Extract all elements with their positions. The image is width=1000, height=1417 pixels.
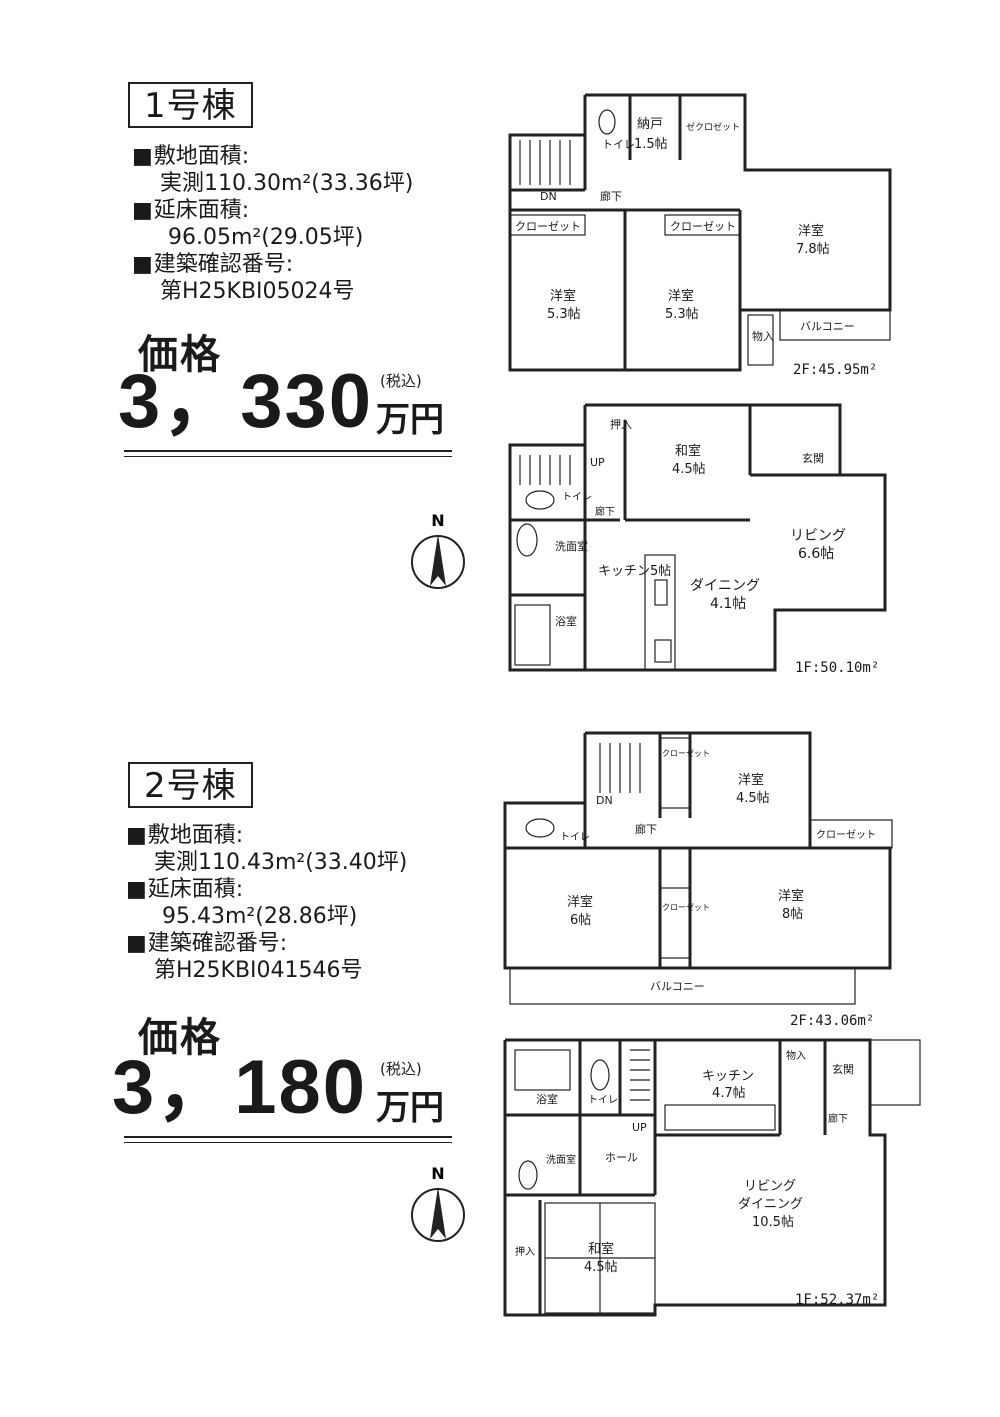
b1f1-kitchen: キッチン5帖 xyxy=(598,564,671,579)
b1f2-western-c-size: 7.8帖 xyxy=(796,242,830,257)
building2-floor1-area: 1F:52.37m² xyxy=(795,1292,880,1308)
b1f2-toilet: トイレ xyxy=(602,138,635,151)
b2f1-washroom: 洗面室 xyxy=(546,1153,576,1166)
b1f2-western-b-size: 5.3帖 xyxy=(665,307,699,322)
b2f2-closet-c: クローゼット xyxy=(662,902,710,912)
b2f1-toilet: トイレ xyxy=(588,1095,618,1106)
north-compass-icon: N xyxy=(411,512,465,589)
permit-label: 建築確認番号: xyxy=(126,931,287,956)
b1f2-storage-size: 1.5帖 xyxy=(634,137,668,152)
b2f2-closet-b: クローゼット xyxy=(816,829,876,841)
floor-area-label: 延床面積: xyxy=(126,877,243,902)
building2-floor1-plan: 浴室 トイレ キッチン 4.7帖 物入 玄関 廊下 UP 洗面室 ホール リビン… xyxy=(503,1038,921,1317)
b1f1-living-size: 6.6帖 xyxy=(798,546,834,562)
b1f2-western-b: 洋室 xyxy=(668,288,694,304)
b2f1-bath: 浴室 xyxy=(536,1092,558,1106)
b1f1-entrance: 玄関 xyxy=(802,451,824,465)
b1f2-closet-b: クローゼット xyxy=(670,220,736,233)
building2-title: 2号棟 xyxy=(128,762,253,808)
b1f1-japanese: 和室 xyxy=(675,443,701,459)
b2f2-dn: DN xyxy=(596,794,613,807)
divider xyxy=(124,1142,452,1143)
building2-tax-note: (税込) xyxy=(380,1060,422,1078)
b1f2-dn: DN xyxy=(540,190,557,203)
b1f1-dining: ダイニング xyxy=(690,578,760,594)
building1-floor2-area: 2F:45.95m² xyxy=(793,362,878,378)
b2f1-closet-small: 物入 xyxy=(786,1049,806,1062)
b2f1-kitchen-size: 4.7帖 xyxy=(712,1086,746,1101)
b2f2-western-b-size: 6帖 xyxy=(570,913,591,928)
building1-info: 敷地面積: 実測110.30m²(33.36坪) 延床面積: 96.05m²(2… xyxy=(132,143,413,305)
divider xyxy=(124,456,452,457)
permit-label: 建築確認番号: xyxy=(132,252,293,277)
b1f2-balcony: バルコニー xyxy=(800,320,855,333)
b1f2-western-a-size: 5.3帖 xyxy=(547,307,581,322)
b1f1-japanese-size: 4.5帖 xyxy=(672,462,706,477)
building2-floor2-area: 2F:43.06m² xyxy=(790,1013,875,1029)
b1f1-oshiire: 押入 xyxy=(610,417,632,431)
site-area-value: 実測110.43m²(33.40坪) xyxy=(154,850,408,875)
b1f1-up: UP xyxy=(590,456,605,469)
b2f2-toilet: トイレ xyxy=(560,832,590,843)
site-area-label: 敷地面積: xyxy=(126,823,243,848)
building1-floor1-area: 1F:50.10m² xyxy=(795,660,880,676)
building2-info: 敷地面積: 実測110.43m²(33.40坪) 延床面積: 95.43m²(2… xyxy=(126,822,407,984)
site-area-label: 敷地面積: xyxy=(132,144,249,169)
permit-value: 第H25KBⅠ05024号 xyxy=(160,279,355,304)
b2f2-hall: 廊下 xyxy=(635,822,657,836)
floor-area-value: 95.43m²(28.86坪) xyxy=(162,904,358,929)
building1-title: 1号棟 xyxy=(128,82,253,128)
b2f2-closet-a: クローゼット xyxy=(662,748,710,758)
floor-area-value: 96.05m²(29.05坪) xyxy=(168,225,364,250)
b2f2-western-a: 洋室 xyxy=(738,772,764,788)
compass-label: N xyxy=(431,1165,444,1183)
b1f1-living: リビング xyxy=(790,528,846,544)
b1f1-washroom: 洗面室 xyxy=(555,539,588,553)
b2f2-balcony: バルコニー xyxy=(650,980,705,993)
building1-tax-note: (税込) xyxy=(380,372,422,390)
b1f1-dining-size: 4.1帖 xyxy=(710,596,746,612)
b2f1-hall: ホール xyxy=(605,1151,638,1164)
compass-label: N xyxy=(431,512,444,530)
b1f2-hall: 廊下 xyxy=(600,189,622,203)
site-area-value: 実測110.30m²(33.36坪) xyxy=(160,171,414,196)
b2f2-western-c-size: 8帖 xyxy=(782,907,803,922)
b2f1-entrance: 玄関 xyxy=(832,1062,854,1076)
b2f2-western-b: 洋室 xyxy=(567,894,593,910)
building1-price-unit: 万円 xyxy=(376,400,444,440)
b2f1-living-size: 10.5帖 xyxy=(752,1215,794,1230)
b2f1-japanese-size: 4.5帖 xyxy=(584,1260,618,1275)
building2-price-label: 価格 xyxy=(138,1015,222,1061)
b2f1-living: リビング xyxy=(744,1179,796,1194)
building2-floor2-plan: DN クローゼット 洋室 4.5帖 トイレ 廊下 クローゼット 洋室 6帖 クロ… xyxy=(503,731,893,1005)
b1f2-western-c: 洋室 xyxy=(798,223,824,239)
b1f2-western-a: 洋室 xyxy=(550,288,576,304)
b1f2-storage: 納戸 xyxy=(637,117,663,132)
b2f1-japanese: 和室 xyxy=(588,1241,614,1257)
b1f1-hall: 廊下 xyxy=(595,505,615,518)
building2-price-value: 3，180 xyxy=(112,1045,368,1130)
b1f1-bath: 浴室 xyxy=(555,614,577,628)
permit-value: 第H25KBⅠ041546号 xyxy=(154,958,363,983)
b2f1-oshiire: 押入 xyxy=(515,1245,535,1258)
b1f2-closet-a: クローゼット xyxy=(515,220,581,233)
building2-price-unit: 万円 xyxy=(376,1088,444,1128)
building1-price-value: 3，330 xyxy=(118,359,374,444)
b1f2-closet-top: ゼクロゼット xyxy=(686,121,740,133)
b2f2-western-c: 洋室 xyxy=(778,888,804,904)
b1f1-toilet: トイレ xyxy=(562,492,592,503)
b2f2-western-a-size: 4.5帖 xyxy=(736,791,770,806)
b2f1-dining: ダイニング xyxy=(738,1197,803,1212)
b2f1-hall-small: 廊下 xyxy=(828,1112,848,1125)
divider xyxy=(124,450,452,452)
building1-floor2-plan: トイレ 納戸 1.5帖 ゼクロゼット DN 廊下 クローゼット クローゼット 洋… xyxy=(508,93,892,372)
b2f1-kitchen: キッチン xyxy=(702,1069,754,1084)
building1-price-label: 価格 xyxy=(138,332,222,378)
north-compass-icon: N xyxy=(411,1165,465,1242)
floor-area-label: 延床面積: xyxy=(132,198,249,223)
b2f1-up: UP xyxy=(632,1121,647,1134)
building1-floor1-plan: 押入 和室 4.5帖 玄関 UP トイレ 廊下 洗面室 浴室 キッチン5帖 ダイ… xyxy=(508,403,887,672)
b1f2-closet-small: 物入 xyxy=(752,329,774,343)
divider xyxy=(124,1136,452,1138)
